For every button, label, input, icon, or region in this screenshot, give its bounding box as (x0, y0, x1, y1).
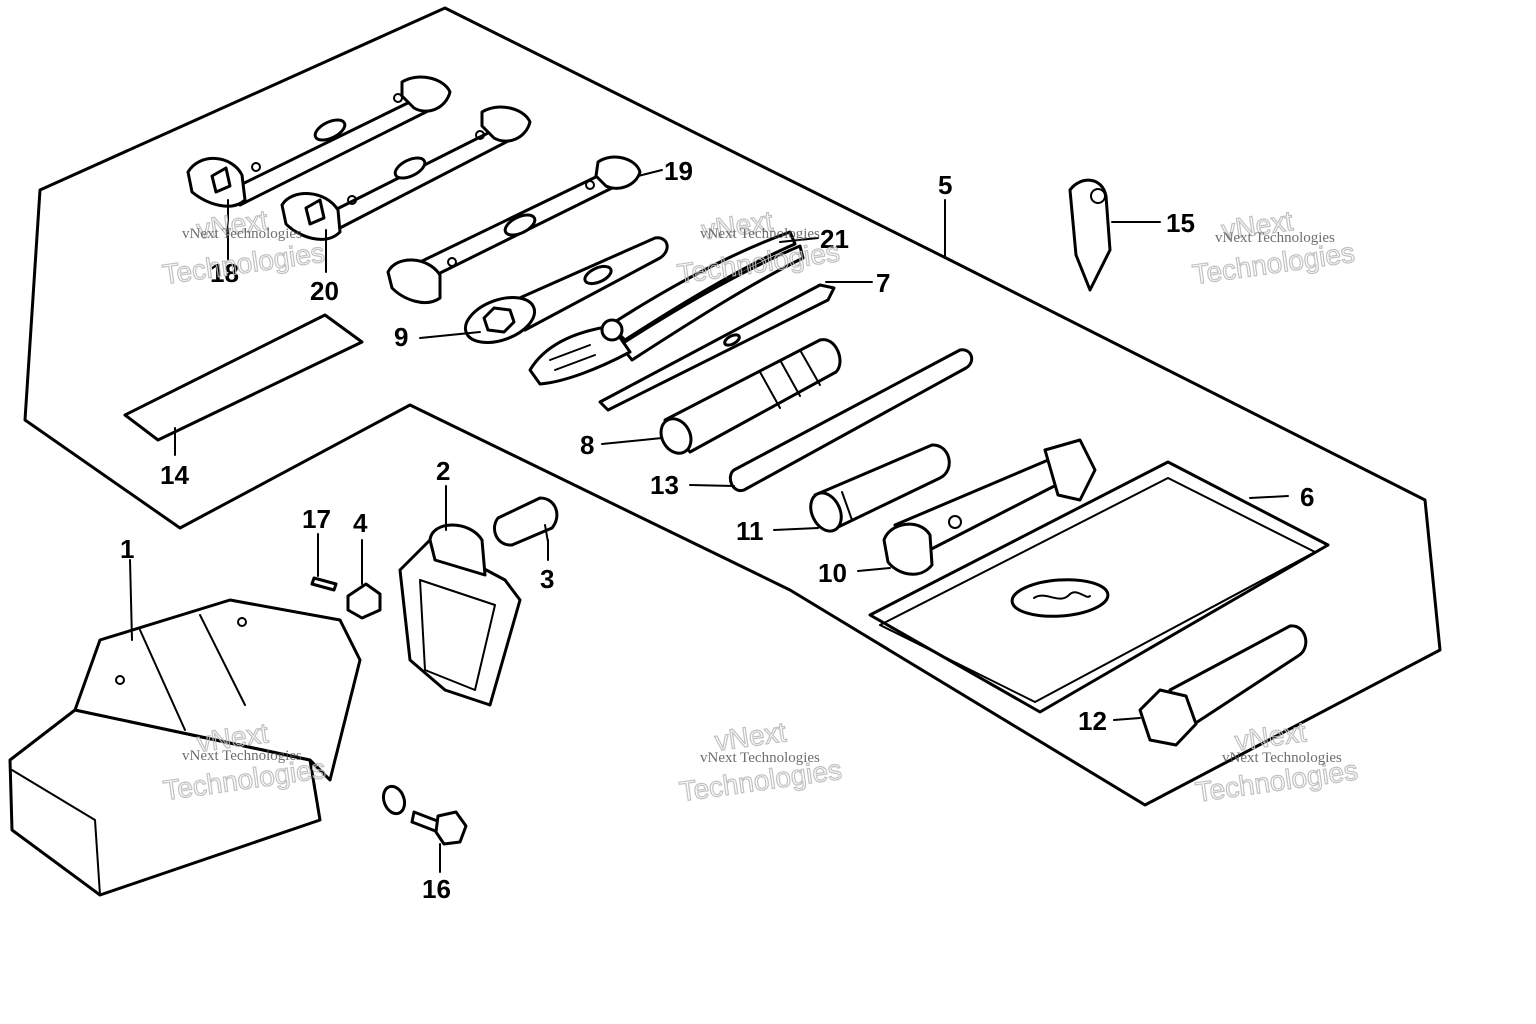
watermark-small-3: vNext Technologies (1215, 230, 1335, 246)
bolt-17 (310, 576, 338, 592)
callout-8: 8 (580, 430, 594, 460)
callout-18: 18 (210, 258, 239, 288)
callout-6: 6 (1300, 482, 1314, 512)
watermark-small-2: vNext Technologies (700, 226, 820, 242)
screwdriver-handle-8 (659, 338, 842, 455)
callout-7: 7 (876, 268, 890, 298)
tool-box-1 (8, 598, 362, 897)
callout-5: 5 (938, 170, 952, 200)
tool-kit-outline (23, 6, 1442, 807)
watermark-small-6: vNext Technologies (1222, 750, 1342, 766)
clamp-frame-2 (398, 523, 522, 707)
watermark-small-5: vNext Technologies (700, 750, 820, 766)
callout-labels: 1 2 3 4 5 6 7 8 9 10 11 12 13 14 15 16 1… (120, 156, 1314, 904)
callout-11: 11 (736, 516, 764, 546)
watermark-small-4: vNext Technologies (182, 748, 302, 764)
callout-4: 4 (353, 508, 368, 538)
callout-17: 17 (302, 504, 331, 534)
ring-spanner-9 (463, 236, 669, 344)
wrench-18 (186, 75, 452, 208)
callout-3: 3 (540, 564, 554, 594)
leader-lines (129, 169, 1289, 873)
callout-9: 9 (394, 322, 408, 352)
box-socket-11 (809, 443, 951, 533)
watermark-big-line2: Technologies (160, 237, 326, 290)
watermark-2: vNext Technologies (675, 204, 842, 290)
bolt-washer-16 (381, 784, 468, 846)
socket-wrench-10 (882, 438, 1097, 576)
handle-15 (1068, 178, 1112, 292)
callout-12: 12 (1078, 706, 1107, 736)
callout-2: 2 (436, 456, 450, 486)
watermark-small-1: vNext Technologies (182, 226, 302, 242)
callout-1: 1 (120, 534, 134, 564)
callout-19: 19 (664, 156, 693, 186)
wrench-20 (280, 105, 532, 241)
callout-13: 13 (650, 470, 679, 500)
callout-16: 16 (422, 874, 451, 904)
socket-12 (1138, 624, 1308, 747)
rod-13 (728, 348, 974, 493)
callout-15: 15 (1166, 208, 1195, 238)
strip-14 (123, 313, 364, 442)
tool-bag-6 (868, 460, 1330, 714)
fitting-3 (493, 496, 559, 547)
pliers-21 (528, 230, 805, 386)
callout-14: 14 (160, 460, 189, 490)
callout-21: 21 (820, 224, 849, 254)
wrench-19 (386, 155, 642, 304)
callout-10: 10 (818, 558, 847, 588)
nut-4 (346, 582, 382, 620)
callout-20: 20 (310, 276, 339, 306)
screwdriver-7 (598, 283, 836, 412)
